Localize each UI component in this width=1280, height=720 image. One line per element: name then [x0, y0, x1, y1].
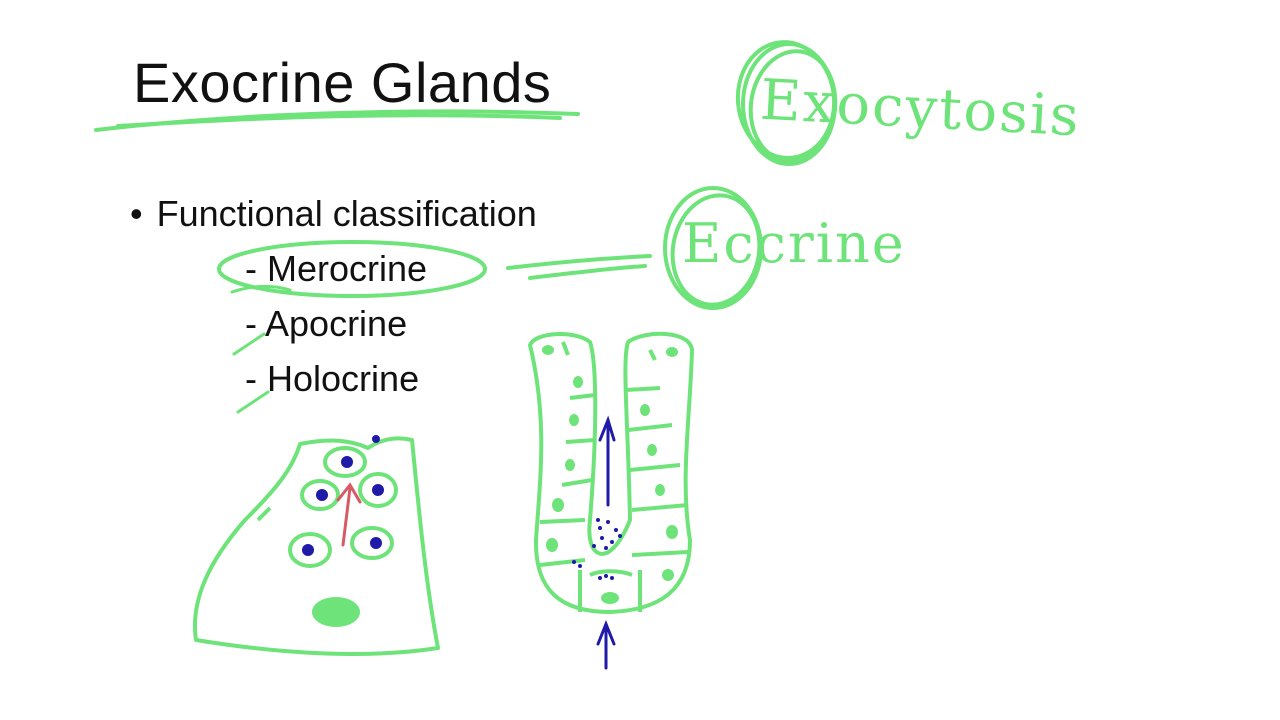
annotation-eccrine: Eccrine	[682, 212, 906, 275]
sub-item-label: Merocrine	[267, 248, 428, 289]
sub-item-label: Holocrine	[267, 358, 420, 399]
sub-item-merocrine: - Merocrine	[245, 248, 427, 290]
secretion-dots	[572, 518, 622, 580]
sub-item-dash: -	[245, 303, 257, 344]
sub-item-dash: -	[245, 248, 257, 289]
gland-diagram	[528, 331, 694, 614]
bullet-text: Functional classification	[156, 193, 537, 234]
cell-diagram	[193, 436, 440, 656]
sub-item-holocrine: - Holocrine	[245, 358, 419, 400]
bullet-functional-classification: • Functional classification	[130, 193, 537, 235]
cell-nucleus	[312, 597, 360, 627]
secretion-arrows-blue	[596, 415, 616, 670]
sub-item-label: Apocrine	[265, 303, 408, 344]
cell-granules	[302, 435, 384, 556]
sub-item-dash: -	[245, 358, 257, 399]
merocrine-eccrine-connector	[506, 254, 652, 280]
slide-title: Exocrine Glands	[133, 51, 552, 114]
annotation-exocytosis: Exocytosis	[758, 67, 1083, 150]
gland-cell-nuclei	[542, 345, 678, 604]
bullet-dot-icon: •	[130, 193, 143, 234]
secretion-arrow-red	[336, 482, 362, 547]
sub-item-apocrine: - Apocrine	[245, 303, 407, 345]
